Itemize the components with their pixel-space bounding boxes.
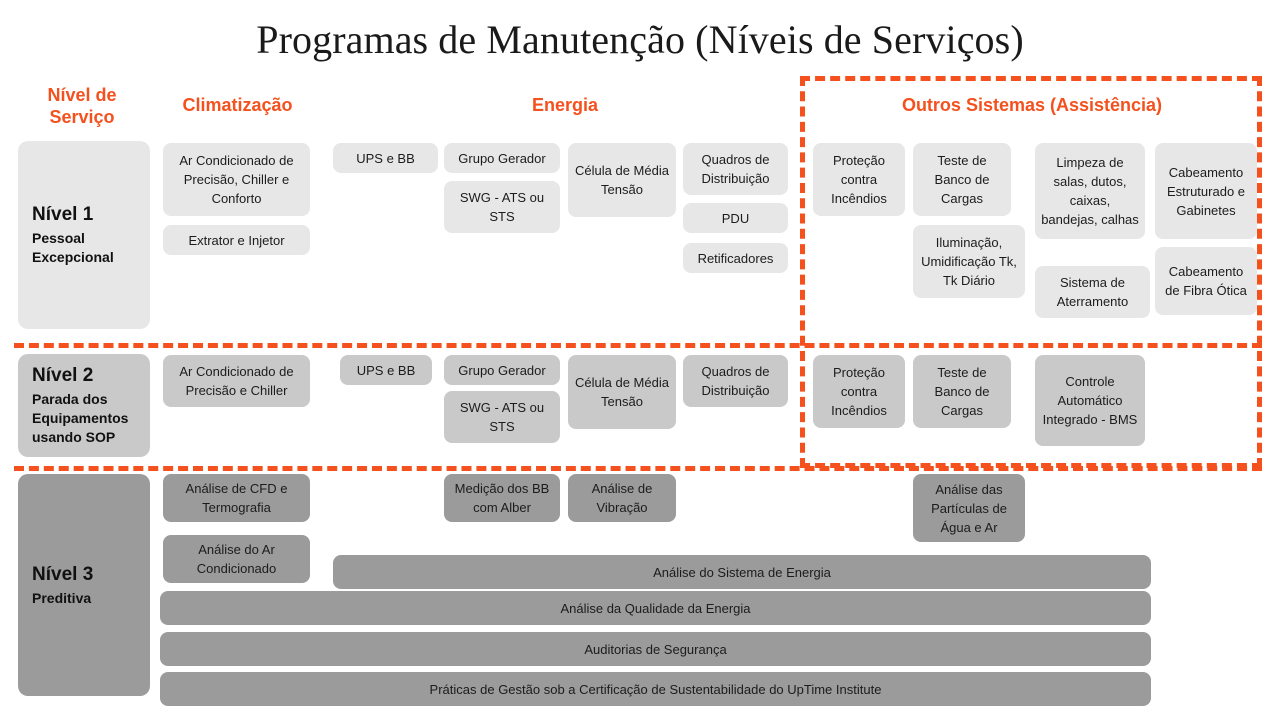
item-box[interactable]: SWG - ATS ou STS bbox=[444, 391, 560, 443]
item-box[interactable]: Limpeza de salas, dutos, caixas, bandeja… bbox=[1035, 143, 1145, 239]
level-2-subtitle-line3: usando SOP bbox=[32, 429, 116, 445]
item-box[interactable]: Análise das Partículas de Água e Ar bbox=[913, 474, 1025, 542]
level-1-title: Nível 1 bbox=[32, 204, 94, 225]
item-box[interactable]: Extrator e Injetor bbox=[163, 225, 310, 255]
separator-level2-level3 bbox=[14, 466, 1262, 471]
item-bar[interactable]: Análise da Qualidade da Energia bbox=[160, 591, 1151, 625]
level-3-subtitle-line1: Preditiva bbox=[32, 589, 92, 606]
item-bar[interactable]: Práticas de Gestão sob a Certificação de… bbox=[160, 672, 1151, 706]
item-box[interactable]: Quadros de Distribuição bbox=[683, 143, 788, 195]
level-2-title: Nível 2 bbox=[32, 365, 94, 386]
column-header-level-line2: Serviço bbox=[49, 107, 115, 127]
assistance-dashed-region bbox=[800, 76, 1262, 468]
item-box[interactable]: Controle Automático Integrado - BMS bbox=[1035, 355, 1145, 446]
level-panel-1: Nível 1 Pessoal Excepcional bbox=[18, 141, 150, 329]
column-header-climatizacao: Climatização bbox=[182, 95, 293, 115]
level-2-subtitle-line2: Equipamentos bbox=[32, 410, 129, 426]
item-box[interactable]: UPS e BB bbox=[333, 143, 438, 173]
level-1-subtitle-line2: Excepcional bbox=[32, 249, 114, 265]
item-box[interactable]: Análise de Vibração bbox=[568, 474, 676, 522]
level-panel-3: Nível 3 Preditiva bbox=[18, 474, 150, 696]
level-panel-2: Nível 2 Parada dos Equipamentos usando S… bbox=[18, 354, 150, 457]
page-title: Programas de Manutenção (Níveis de Servi… bbox=[256, 17, 1024, 62]
item-box[interactable]: Análise de CFD e Termografia bbox=[163, 474, 310, 522]
item-box[interactable]: Medição dos BB com Alber bbox=[444, 474, 560, 522]
item-box[interactable]: Célula de Média Tensão bbox=[568, 355, 676, 429]
item-box[interactable]: Grupo Gerador bbox=[444, 355, 560, 385]
item-box[interactable]: Teste de Banco de Cargas bbox=[913, 355, 1011, 428]
level-2-subtitle-line1: Parada dos bbox=[32, 391, 108, 407]
item-box[interactable]: Célula de Média Tensão bbox=[568, 143, 676, 217]
item-box[interactable]: PDU bbox=[683, 203, 788, 233]
item-box[interactable]: Proteção contra Incêndios bbox=[813, 143, 905, 216]
item-box[interactable]: Ar Condicionado de Precisão e Chiller bbox=[163, 355, 310, 407]
item-bar[interactable]: Análise do Sistema de Energia bbox=[333, 555, 1151, 589]
item-box[interactable]: Análise do Ar Condicionado bbox=[163, 535, 310, 583]
item-box[interactable]: Proteção contra Incêndios bbox=[813, 355, 905, 428]
column-header-level-line1: Nível de bbox=[47, 85, 117, 105]
item-box[interactable]: Grupo Gerador bbox=[444, 143, 560, 173]
item-box[interactable]: UPS e BB bbox=[340, 355, 432, 385]
item-box[interactable]: Quadros de Distribuição bbox=[683, 355, 788, 407]
level-3-title: Nível 3 bbox=[32, 563, 94, 585]
item-box[interactable]: Retificadores bbox=[683, 243, 788, 273]
column-header-energia: Energia bbox=[531, 95, 599, 115]
item-box[interactable]: Cabeamento Estruturado e Gabinetes bbox=[1155, 143, 1257, 239]
item-bar[interactable]: Auditorias de Segurança bbox=[160, 632, 1151, 666]
column-header-level: Nível de Serviço bbox=[22, 84, 142, 128]
item-box[interactable]: Ar Condicionado de Precisão, Chiller e C… bbox=[163, 143, 310, 216]
column-header-outros: Outros Sistemas (Assistência) bbox=[901, 95, 1163, 115]
item-box[interactable]: SWG - ATS ou STS bbox=[444, 181, 560, 233]
item-box[interactable]: Sistema de Aterramento bbox=[1035, 266, 1150, 318]
item-box[interactable]: Cabeamento de Fibra Ótica bbox=[1155, 247, 1257, 315]
item-box[interactable]: Teste de Banco de Cargas bbox=[913, 143, 1011, 216]
level-1-subtitle-line1: Pessoal bbox=[32, 230, 85, 246]
separator-level1-level2 bbox=[14, 343, 1262, 348]
item-box[interactable]: Iluminação, Umidificação Tk, Tk Diário bbox=[913, 225, 1025, 298]
